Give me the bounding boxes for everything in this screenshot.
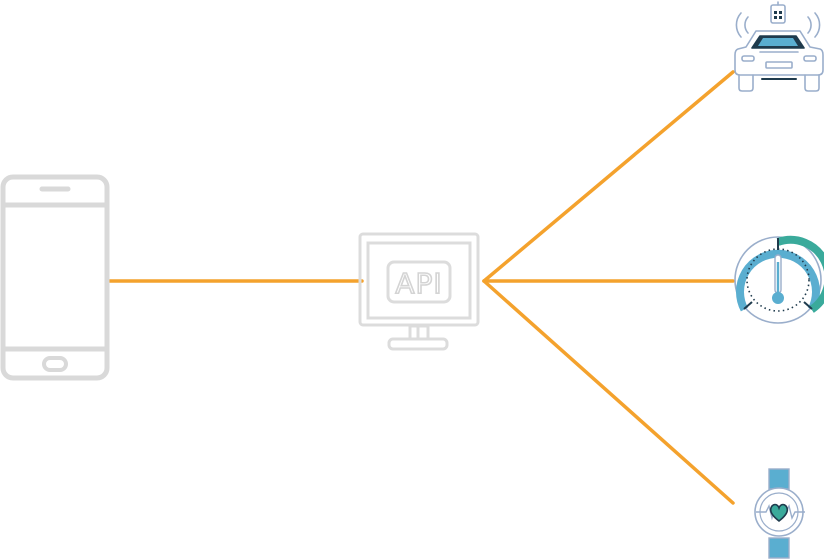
car-icon [734,1,824,92]
monitor-icon [358,232,480,351]
gauge-icon [734,235,824,324]
edge-api-watch [482,279,735,505]
smartwatch-icon [754,468,805,559]
connectors [108,70,735,505]
smartphone-icon [0,174,110,381]
edge-api-car [482,70,735,283]
api-label: API [395,267,442,300]
